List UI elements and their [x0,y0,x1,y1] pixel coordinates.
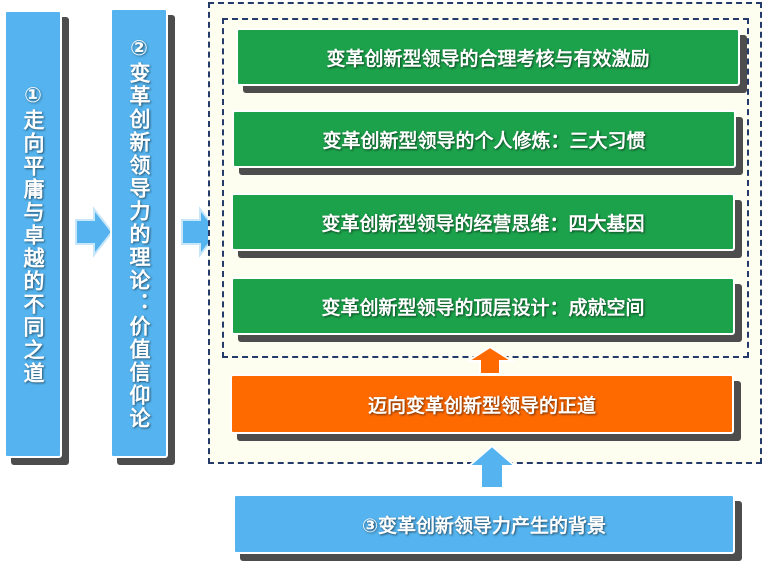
up-arrow-icon [466,444,518,489]
background-label: ③变革创新领导力产生的背景 [361,514,607,537]
practice-item-label: 变革创新型领导的顶层设计：成就空间 [321,296,645,319]
right-arrow-icon [75,206,114,258]
practice-item-1: 变革创新型领导的合理考核与有效激励 [236,28,740,86]
practice-item-3: 变革创新型领导的经营思维：四大基因 [231,193,735,251]
practice-item-label: 变革创新型领导的合理考核与有效激励 [326,47,650,70]
step1-box: ①走向平庸与卓越的不同之道 [4,10,62,458]
background-box: ③变革创新领导力产生的背景 [233,494,735,554]
step2-label: ②变革创新领导力的理论：价值信仰论 [127,36,151,430]
practice-item-4: 变革创新型领导的顶层设计：成就空间 [231,277,735,335]
practice-item-label: 变革创新型领导的经营思维：四大基因 [321,212,645,235]
up-arrow-icon [464,345,516,375]
path-label: 迈向变革创新型领导的正道 [367,394,596,417]
path-box: 迈向变革创新型领导的正道 [230,374,734,434]
step2-box: ②变革创新领导力的理论：价值信仰论 [110,8,168,458]
step1-label: ①走向平庸与卓越的不同之道 [21,83,45,385]
practice-item-label: 变革创新型领导的个人修炼：三大习惯 [322,129,646,152]
practice-item-2: 变革创新型领导的个人修炼：三大习惯 [232,110,736,168]
